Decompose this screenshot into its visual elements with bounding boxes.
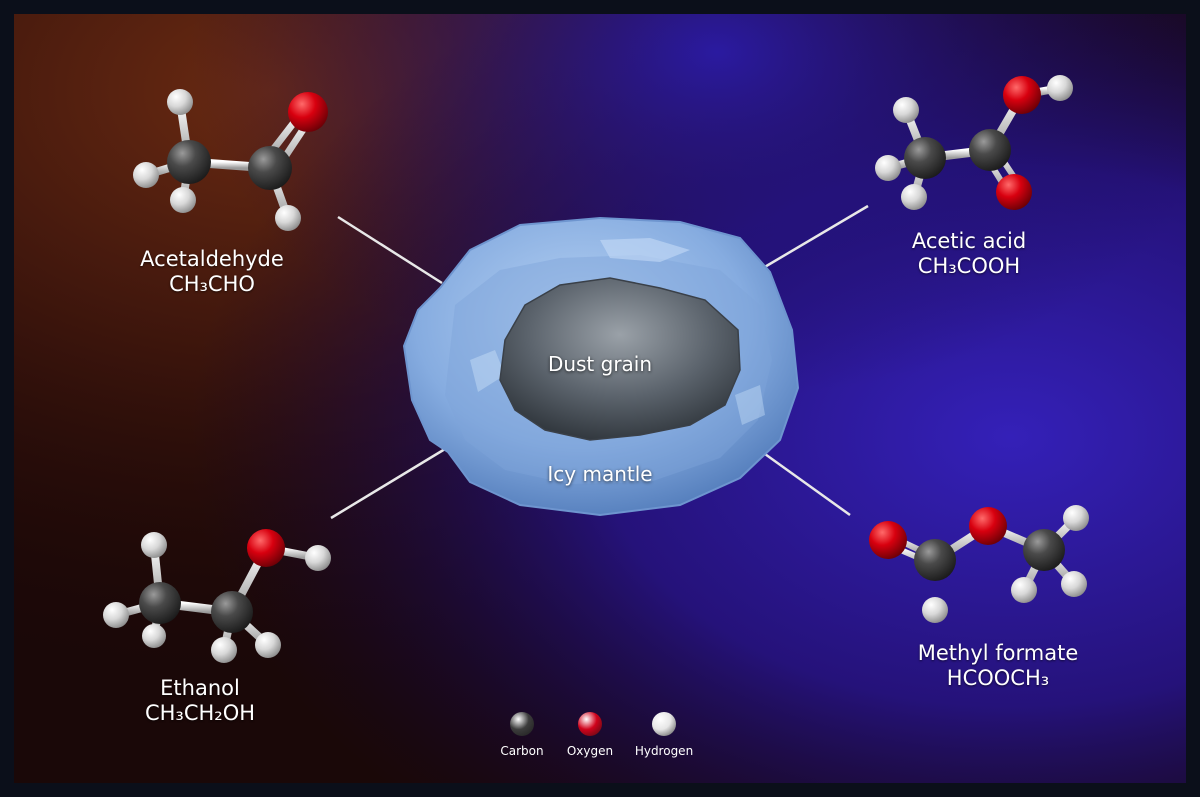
carbon-atom	[139, 582, 181, 624]
legend-label-hydrogen: Hydrogen	[634, 744, 694, 758]
hydrogen-atom	[275, 205, 301, 231]
hydrogen-atom	[893, 97, 919, 123]
hydrogen-atom	[141, 532, 167, 558]
methyl-formate-molecule	[869, 505, 1089, 623]
carbon-atom	[167, 140, 211, 184]
hydrogen-atom	[875, 155, 901, 181]
oxygen-swatch	[578, 712, 602, 736]
connector-methyl-formate	[757, 447, 851, 517]
ethanol-molecule	[103, 529, 331, 663]
ethanol-label: Ethanol CH₃CH₂OH	[100, 676, 300, 726]
carbon-atom	[914, 539, 956, 581]
acetaldehyde-formula: CH₃CHO	[169, 272, 255, 296]
hydrogen-atom	[167, 89, 193, 115]
hydrogen-swatch	[652, 712, 676, 736]
oxygen-atom	[969, 507, 1007, 545]
acetaldehyde-molecule	[133, 89, 328, 231]
carbon-atom	[248, 146, 292, 190]
oxygen-atom	[288, 92, 328, 132]
connector-acetaldehyde	[337, 215, 443, 285]
atom-legend: Carbon Oxygen Hydrogen	[490, 712, 710, 767]
hydrogen-atom	[211, 637, 237, 663]
acetaldehyde-label: Acetaldehyde CH₃CHO	[112, 247, 312, 297]
acetic-acid-formula: CH₃COOH	[917, 254, 1021, 278]
legend-item-carbon: Carbon	[482, 712, 562, 758]
icy-mantle-label: Icy mantle	[547, 462, 653, 486]
acetic-acid-label: Acetic acid CH₃COOH	[869, 229, 1069, 279]
legend-item-oxygen: Oxygen	[550, 712, 630, 758]
methyl-formate-name: Methyl formate	[917, 641, 1079, 665]
oxygen-atom	[869, 521, 907, 559]
legend-label-oxygen: Oxygen	[566, 744, 614, 758]
dust-grain-label: Dust grain	[547, 352, 653, 376]
hydrogen-atom	[901, 184, 927, 210]
oxygen-atom	[996, 174, 1032, 210]
connector-ethanol	[330, 447, 446, 520]
methyl-formate-label: Methyl formate HCOOCH₃	[888, 641, 1108, 691]
hydrogen-atom	[103, 602, 129, 628]
hydrogen-atom	[922, 597, 948, 623]
oxygen-atom	[1003, 76, 1041, 114]
legend-item-hydrogen: Hydrogen	[624, 712, 704, 758]
hydrogen-atom	[305, 545, 331, 571]
acetaldehyde-name: Acetaldehyde	[140, 247, 284, 271]
carbon-atom	[211, 591, 253, 633]
hydrogen-atom	[170, 187, 196, 213]
hydrogen-atom	[142, 624, 166, 648]
hydrogen-atom	[1063, 505, 1089, 531]
oxygen-atom	[247, 529, 285, 567]
hydrogen-atom	[1047, 75, 1073, 101]
dust-grain-core	[499, 277, 741, 441]
hydrogen-atom	[255, 632, 281, 658]
carbon-atom	[969, 129, 1011, 171]
connector-acetic-acid	[762, 204, 869, 270]
acetic-acid-name: Acetic acid	[911, 229, 1027, 253]
ethanol-formula: CH₃CH₂OH	[144, 701, 256, 725]
connector-lines	[330, 204, 869, 520]
hydrogen-atom	[1061, 571, 1087, 597]
carbon-swatch	[510, 712, 534, 736]
acetic-acid-molecule	[875, 75, 1073, 210]
methyl-formate-formula: HCOOCH₃	[946, 666, 1050, 690]
hydrogen-atom	[1011, 577, 1037, 603]
legend-label-carbon: Carbon	[500, 744, 544, 758]
carbon-atom	[904, 137, 946, 179]
hydrogen-atom	[133, 162, 159, 188]
ethanol-name: Ethanol	[160, 676, 240, 700]
carbon-atom	[1023, 529, 1065, 571]
